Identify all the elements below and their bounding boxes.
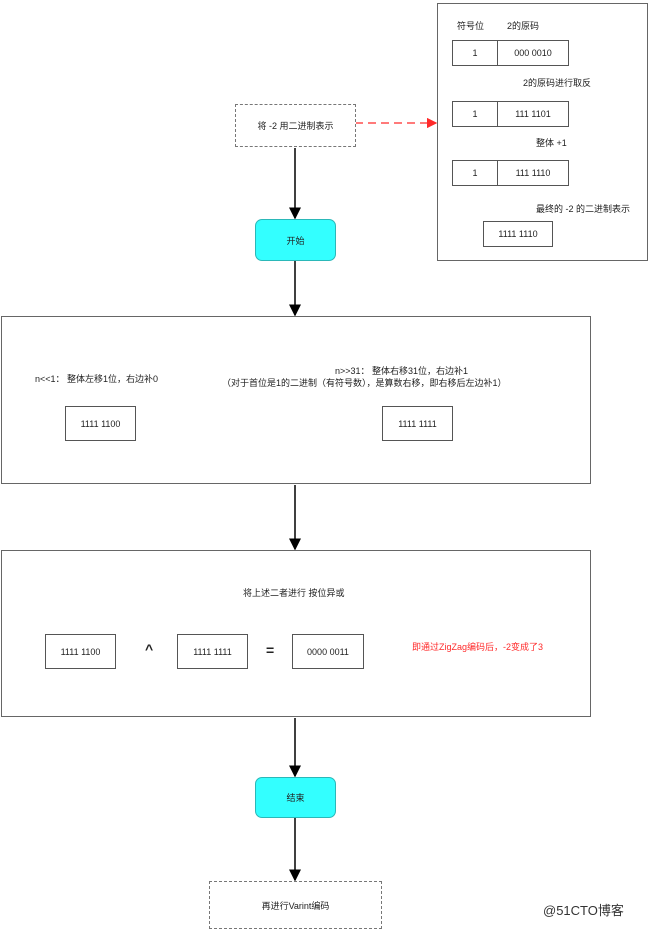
start-note-box: 将 -2 用二进制表示 bbox=[235, 104, 356, 147]
row2-value-cell: 111 1101 bbox=[497, 101, 569, 127]
row3-value-cell: 111 1110 bbox=[497, 160, 569, 186]
left-shift-value: 1111 1100 bbox=[65, 406, 136, 441]
right-shift-label-line1: n>>31： 整体右移31位，右边补1 bbox=[335, 366, 469, 376]
shift-section bbox=[1, 316, 591, 484]
xor-operand1: 1111 1100 bbox=[45, 634, 116, 669]
right-shift-label-line2: （对于首位是1的二进制（有符号数），是算数右移，即右移后左边补1） bbox=[222, 378, 507, 388]
row3-sign-cell: 1 bbox=[452, 160, 498, 186]
end-node: 结束 bbox=[255, 777, 336, 818]
xor-operator: ^ bbox=[145, 641, 154, 657]
xor-result: 0000 0011 bbox=[292, 634, 364, 669]
row1-value-cell: 000 0010 bbox=[497, 40, 569, 66]
xor-section bbox=[1, 550, 591, 717]
step1-label: 2的原码进行取反 bbox=[523, 78, 592, 88]
start-node: 开始 bbox=[255, 219, 336, 261]
row1-sign-cell: 1 bbox=[452, 40, 498, 66]
step2-label: 整体 +1 bbox=[536, 138, 567, 148]
step3-label: 最终的 -2 的二进制表示 bbox=[536, 204, 631, 214]
header-sign-label: 符号位 bbox=[457, 21, 485, 31]
xor-operand2: 1111 1111 bbox=[177, 634, 248, 669]
final-value-cell: 1111 1110 bbox=[483, 221, 553, 247]
equals-operator: = bbox=[266, 642, 275, 658]
right-shift-value: 1111 1111 bbox=[382, 406, 453, 441]
zigzag-note: 即通过ZigZag编码后，-2变成了3 bbox=[412, 642, 544, 652]
varint-note-box: 再进行Varint编码 bbox=[209, 881, 382, 929]
xor-title: 将上述二者进行 按位异或 bbox=[243, 588, 345, 598]
row2-sign-cell: 1 bbox=[452, 101, 498, 127]
left-shift-label: n<<1： 整体左移1位，右边补0 bbox=[35, 374, 159, 384]
header-value-label: 2的原码 bbox=[507, 21, 540, 31]
watermark: @51CTO博客 bbox=[543, 903, 624, 918]
